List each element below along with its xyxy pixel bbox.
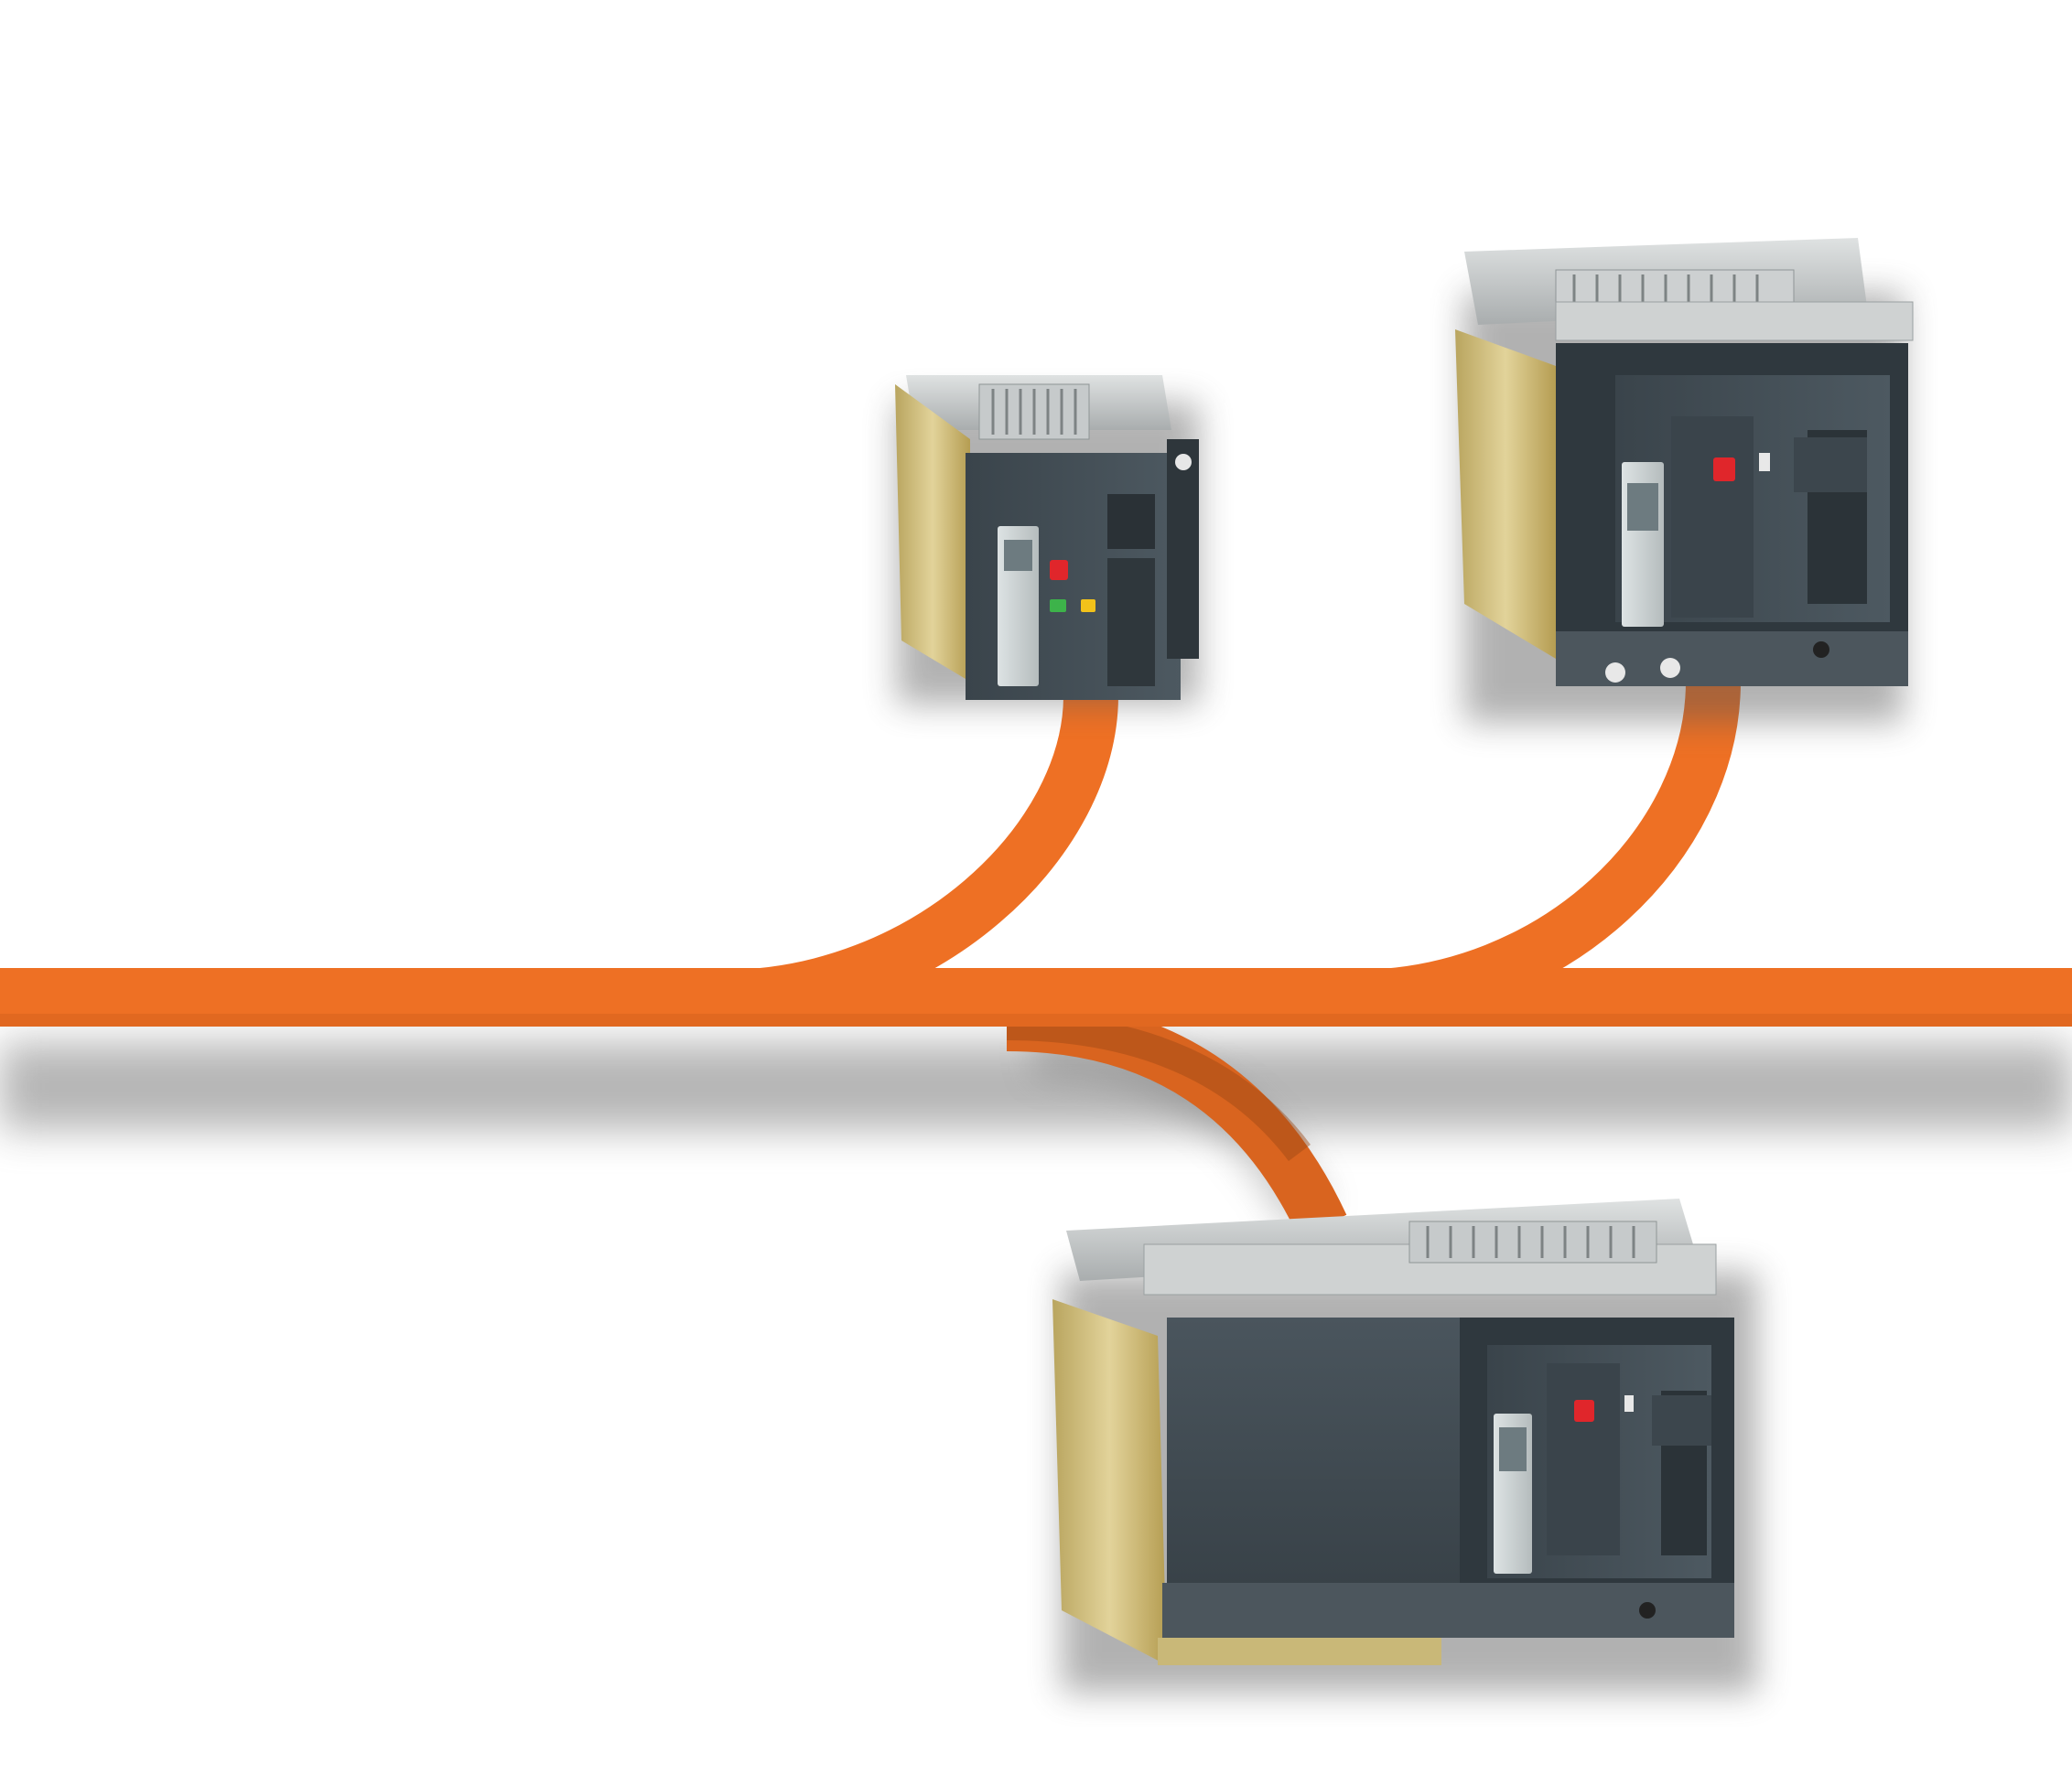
bus-shadow [0,1027,2072,1230]
off-button [1574,1400,1594,1422]
breaker-large [1052,1199,1757,1693]
side-frame [895,384,970,682]
side-frame [1455,329,1556,659]
bus-branch-lower [1006,998,1347,1238]
bus-branch-small [722,694,1118,1025]
breaker-medium [1455,238,1914,723]
base-plate [1162,1583,1734,1638]
side-frame [1052,1299,1167,1665]
off-button [1713,457,1735,481]
bus-branch-medium [1354,681,1741,1025]
bus-main-line-shade [0,1014,2072,1027]
off-button [1050,560,1068,580]
bus-main-line [0,968,2072,1027]
status-indicator [1081,599,1095,612]
on-button [1050,599,1066,612]
breaker-small [895,375,1199,705]
